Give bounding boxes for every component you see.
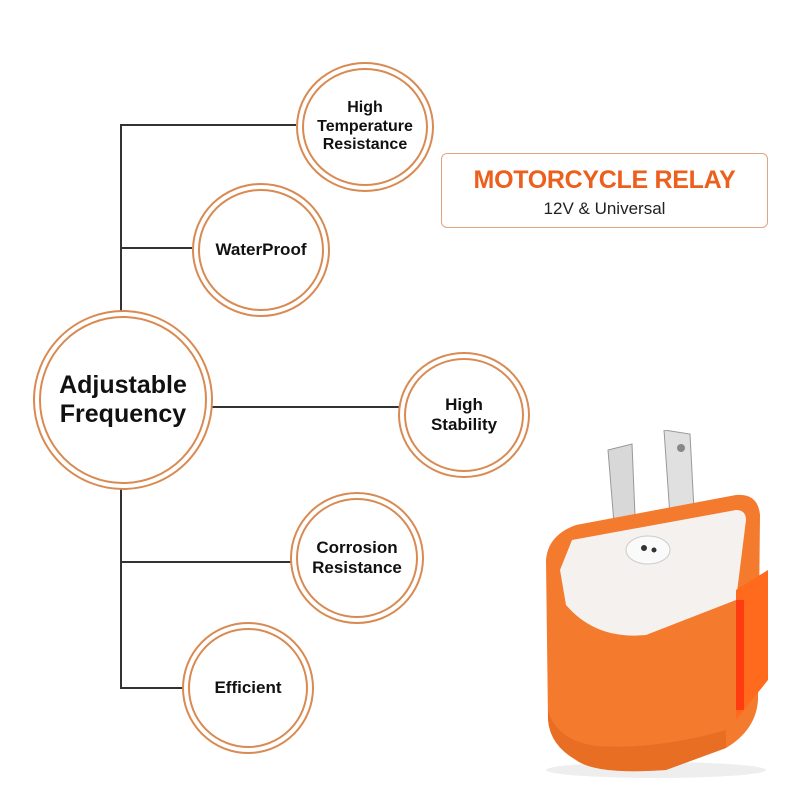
feature-label: WaterProof [215,240,307,260]
feature-efficient: Efficient [182,622,314,754]
page-subtitle: 12V & Universal [543,199,666,218]
feature-label: Corrosion Resistance [312,538,402,577]
connector-high-stability [210,406,400,408]
relay-product-icon [546,430,768,778]
feature-corrosion-resistance: Corrosion Resistance [290,492,424,624]
connector-efficient [120,687,184,689]
page-title: MOTORCYCLE RELAY [473,166,736,194]
title-box: MOTORCYCLE RELAY 12V & Universal [441,153,768,228]
feature-adjustable-frequency: Adjustable Frequency [33,310,213,490]
connector-trunk-top [120,124,122,314]
connector-corrosion [120,561,292,563]
feature-high-stability: High Stability [398,352,530,478]
connector-high-temp [120,124,296,126]
connector-waterproof [120,247,192,249]
feature-label: High Stability [430,395,498,434]
feature-waterproof: WaterProof [192,183,330,317]
feature-high-temperature-resistance: High Temperature Resistance [296,62,434,192]
feature-label: Adjustable Frequency [59,371,187,428]
connector-trunk-bottom [120,488,122,688]
feature-label: High Temperature Resistance [317,99,413,154]
feature-label: Efficient [214,678,282,698]
